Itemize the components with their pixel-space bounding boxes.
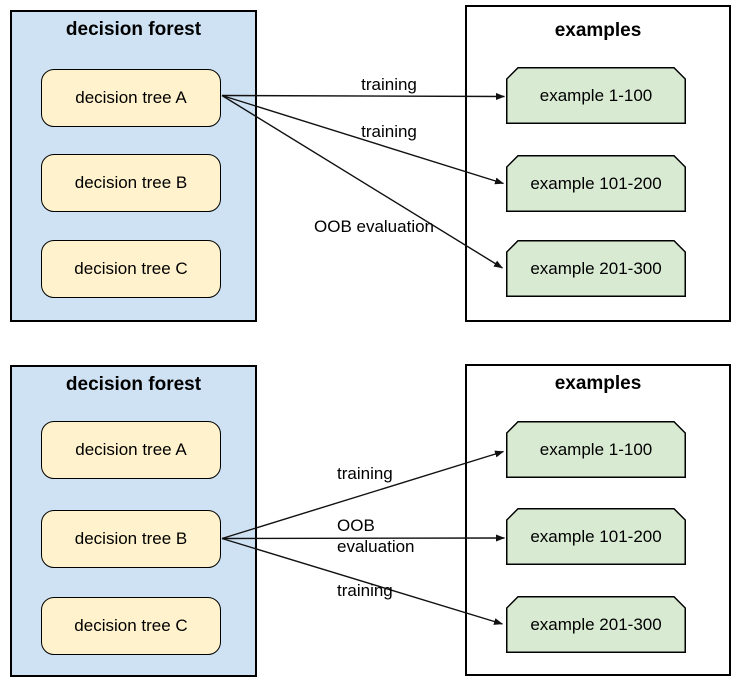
arrow-label-training-2-top: training xyxy=(361,122,417,141)
arrow-a-oob-evaluation xyxy=(221,94,503,269)
tree-box-b-bottom: decision tree B xyxy=(41,510,221,568)
example-card-101-200-top: example 101-200 xyxy=(506,155,686,212)
arrow-a-training-2 xyxy=(221,94,504,185)
forest-title-bottom: decision forest xyxy=(65,374,202,395)
example-label: example 101-200 xyxy=(530,173,662,193)
example-label: example 201-300 xyxy=(530,258,662,278)
card-shape xyxy=(506,67,686,124)
arrow-label-training-1-top: training xyxy=(361,75,417,94)
tree-label: decision tree A xyxy=(75,88,187,107)
example-label: example 201-300 xyxy=(530,614,662,634)
card-shape xyxy=(506,421,686,478)
examples-title-top: examples xyxy=(554,20,642,41)
arrow-label-oob-evaluation-top: OOB evaluation xyxy=(313,217,435,236)
tree-box-a-top: decision tree A xyxy=(41,69,221,127)
card-shape xyxy=(506,240,686,297)
example-card-201-300-top: example 201-300 xyxy=(506,240,686,297)
tree-box-b-top: decision tree B xyxy=(41,154,221,212)
forest-title-top: decision forest xyxy=(65,19,202,40)
arrow-b-training-2 xyxy=(221,537,503,625)
arrow-b-training-1 xyxy=(221,450,504,540)
example-card-101-200-bottom: example 101-200 xyxy=(506,508,686,565)
example-label: example 1-100 xyxy=(539,439,653,459)
arrow-b-oob-evaluation xyxy=(221,534,505,542)
example-card-1-100-bottom: example 1-100 xyxy=(506,421,686,478)
examples-title-bottom: examples xyxy=(554,373,642,394)
tree-box-c-bottom: decision tree C xyxy=(41,597,221,655)
example-label: example 1-100 xyxy=(539,85,653,105)
tree-label: decision tree C xyxy=(74,616,188,635)
tree-box-a-bottom: decision tree A xyxy=(41,421,221,479)
card-shape xyxy=(506,508,686,565)
card-shape xyxy=(506,155,686,212)
tree-label: decision tree B xyxy=(74,529,188,548)
example-card-1-100-top: example 1-100 xyxy=(506,67,686,124)
arrow-label-oob-evaluation-bottom: OOB evaluation xyxy=(337,516,415,556)
tree-label: decision tree C xyxy=(74,259,188,278)
arrow-label-training-1-bottom: training xyxy=(337,464,393,483)
arrow-a-training-1 xyxy=(221,92,505,100)
example-label: example 101-200 xyxy=(530,526,662,546)
tree-label: decision tree B xyxy=(74,173,188,192)
card-shape xyxy=(506,596,686,653)
example-card-201-300-bottom: example 201-300 xyxy=(506,596,686,653)
tree-label: decision tree A xyxy=(75,440,187,459)
tree-box-c-top: decision tree C xyxy=(41,240,221,298)
arrow-label-training-2-bottom: training xyxy=(337,581,393,600)
